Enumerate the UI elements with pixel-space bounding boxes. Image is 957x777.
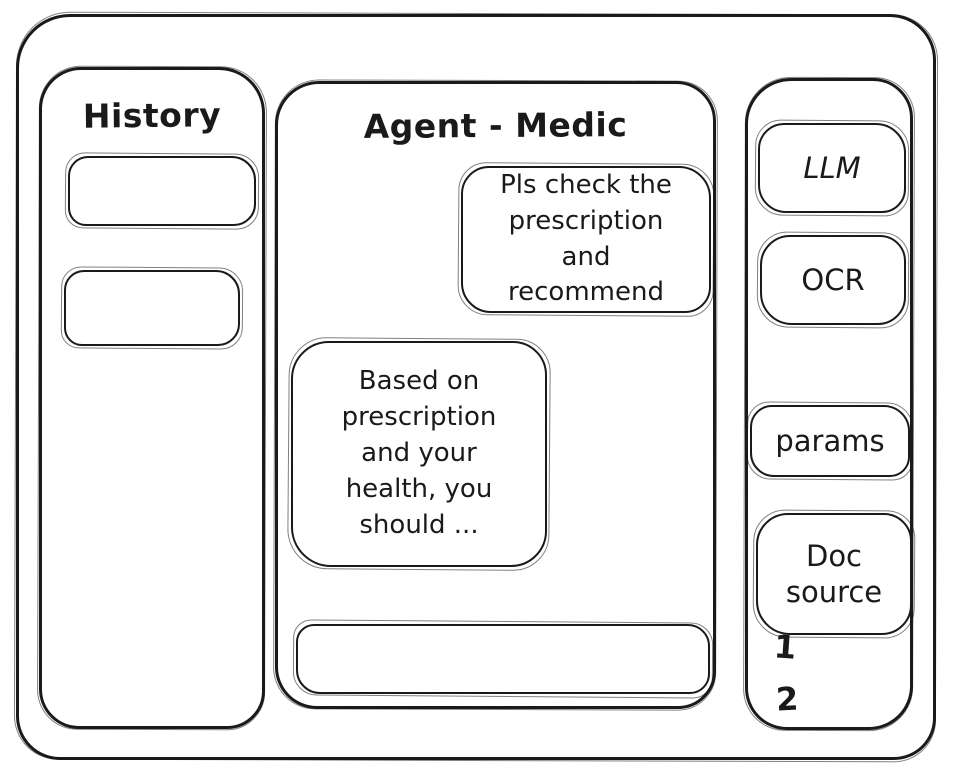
agent-message-bubble: Based on prescription and your health, y… (291, 341, 547, 567)
chat-title: Agent - Medic (363, 105, 628, 146)
llm-button-label: LLM (803, 150, 861, 185)
params-button[interactable]: params (750, 405, 910, 477)
history-item[interactable] (64, 270, 240, 346)
params-button-label: params (775, 423, 885, 458)
doc-source-item-2[interactable]: 2 (775, 679, 800, 719)
ocr-button-label: OCR (801, 262, 865, 297)
tools-panel: LLM OCR params Doc source 1 2 (745, 78, 913, 730)
history-panel: History (39, 67, 265, 729)
history-item[interactable] (68, 156, 256, 226)
chat-panel: Agent - Medic Pls check the prescription… (275, 81, 716, 709)
agent-message-text: Based on prescription and your health, y… (341, 366, 497, 540)
doc-source-button-label: Doc source (785, 538, 883, 609)
history-panel-title: History (82, 95, 222, 136)
chat-input-box[interactable] (296, 624, 710, 694)
doc-source-item-1[interactable]: 1 (772, 627, 798, 667)
user-message-bubble: Pls check the prescription and recommend (461, 166, 711, 313)
ocr-button[interactable]: OCR (760, 235, 906, 325)
llm-button[interactable]: LLM (758, 123, 906, 213)
user-message-text: Pls check the prescription and recommend (500, 169, 672, 308)
chat-input[interactable] (298, 626, 708, 692)
app-window-frame: History Agent - Medic Pls check the pres… (16, 14, 936, 760)
doc-source-button[interactable]: Doc source (756, 513, 912, 635)
